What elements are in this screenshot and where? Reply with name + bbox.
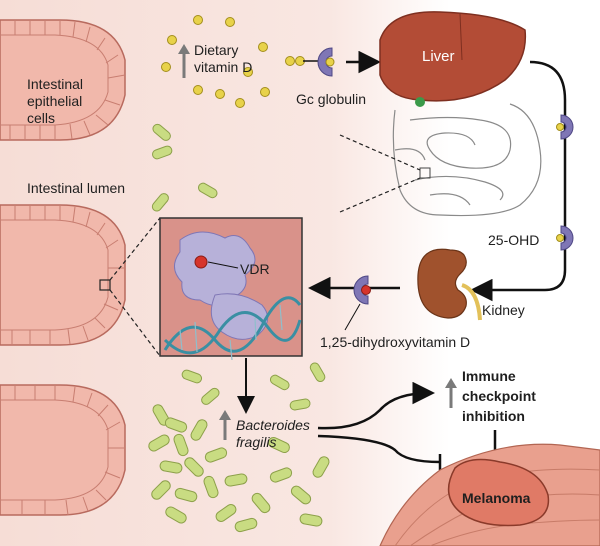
gc-globulin-icon (317, 47, 335, 77)
liver-label: Liver (422, 48, 455, 65)
intestinal-villus-bottom (0, 384, 126, 516)
dihydroxy-leader (344, 303, 361, 331)
intestines-icon (392, 103, 542, 217)
intestinal-villus-top (0, 19, 126, 141)
dietary-label: Dietary vitamin D (194, 42, 253, 75)
zoom-source-box (99, 279, 111, 291)
melanoma-label: Melanoma (462, 490, 531, 506)
vdr-label: VDR (240, 261, 270, 277)
tumor-mass (447, 458, 550, 527)
vitamin-d-molecules (161, 15, 305, 108)
transport-protein-icon-1 (556, 114, 574, 140)
vdr-panel (159, 217, 303, 361)
liver-to-kidney-arrow (470, 60, 567, 302)
zoom-line-bottom (339, 177, 421, 213)
intestinal-villus-middle (0, 204, 126, 346)
melanoma-tissue (379, 443, 600, 546)
bacteroides-increase-arrow-icon (219, 410, 231, 440)
kidney-icon (417, 248, 482, 321)
liver-icon (379, 11, 527, 107)
zoom-line-top (339, 134, 421, 171)
immune-label: Immune checkpoint inhibition (462, 368, 536, 424)
dihydroxy-protein-icon (353, 275, 371, 305)
bacteroides-label: Bacteroides fragilis (236, 417, 310, 450)
epithelial-label: Intestinal epithelial cells (27, 76, 84, 126)
kidney-label: Kidney (482, 302, 525, 318)
to-melanoma-inhibit (317, 434, 441, 464)
increase-arrow-icon (178, 44, 190, 78)
transport-protein-icon-2 (556, 225, 574, 251)
immune-increase-arrow-icon (445, 378, 457, 408)
bacteria-upper (151, 123, 326, 411)
gc-globulin-label: Gc globulin (296, 91, 367, 107)
bacteria-cluster (148, 404, 330, 533)
dihydroxy-label: 1,25-dihydroxyvitamin D (320, 334, 471, 350)
ohd-label: 25-OHD (488, 232, 540, 248)
to-immune-arrow (317, 381, 435, 430)
zoom-source-gut (419, 167, 431, 179)
lumen-label: Intestinal lumen (27, 180, 126, 196)
